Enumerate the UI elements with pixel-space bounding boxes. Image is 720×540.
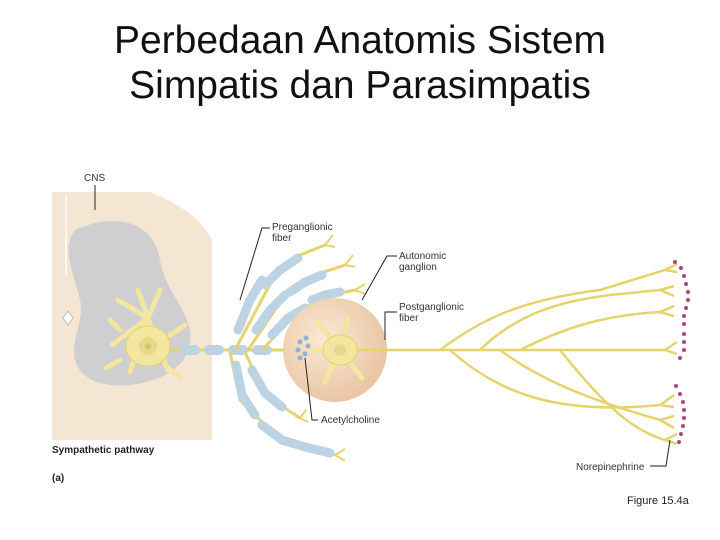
figure-number: Figure 15.4a [627,495,689,507]
postganglionic-fiber [357,262,678,446]
leader-lines [94,185,671,467]
preganglionic-label-1: Preganglionic [272,222,333,233]
acetylcholine-vesicles [295,335,311,361]
acetylcholine-label: Acetylcholine [321,415,380,426]
autonomic-ganglion-label-1: Autonomic [399,251,446,262]
preganglionic-neuron [103,287,188,381]
title-line-2: Simpatis dan Parasimpatis [129,64,591,107]
preganglionic-label-2: fiber [272,233,292,244]
postganglionic-label-2: fiber [399,313,419,324]
preganglionic-collaterals-lower [228,351,346,462]
panel-label: (a) [52,473,64,484]
slide-title: Perbedaan Anatomis Sistem Simpatis dan P… [0,18,720,108]
preganglionic-fiber [170,345,295,355]
postganglionic-label-1: Postganglionic [399,302,464,313]
central-canal-marker [62,310,74,326]
autonomic-ganglion [283,298,387,402]
sympathetic-pathway-label: Sympathetic pathway [52,445,155,456]
title-line-1: Perbedaan Anatomis Sistem [113,19,607,62]
autonomic-ganglion-label-2: ganglion [399,262,437,273]
cns-label: CNS [84,173,105,184]
norepinephrine-label: Norepinephrine [576,462,645,473]
norepinephrine-vesicles [673,260,690,444]
